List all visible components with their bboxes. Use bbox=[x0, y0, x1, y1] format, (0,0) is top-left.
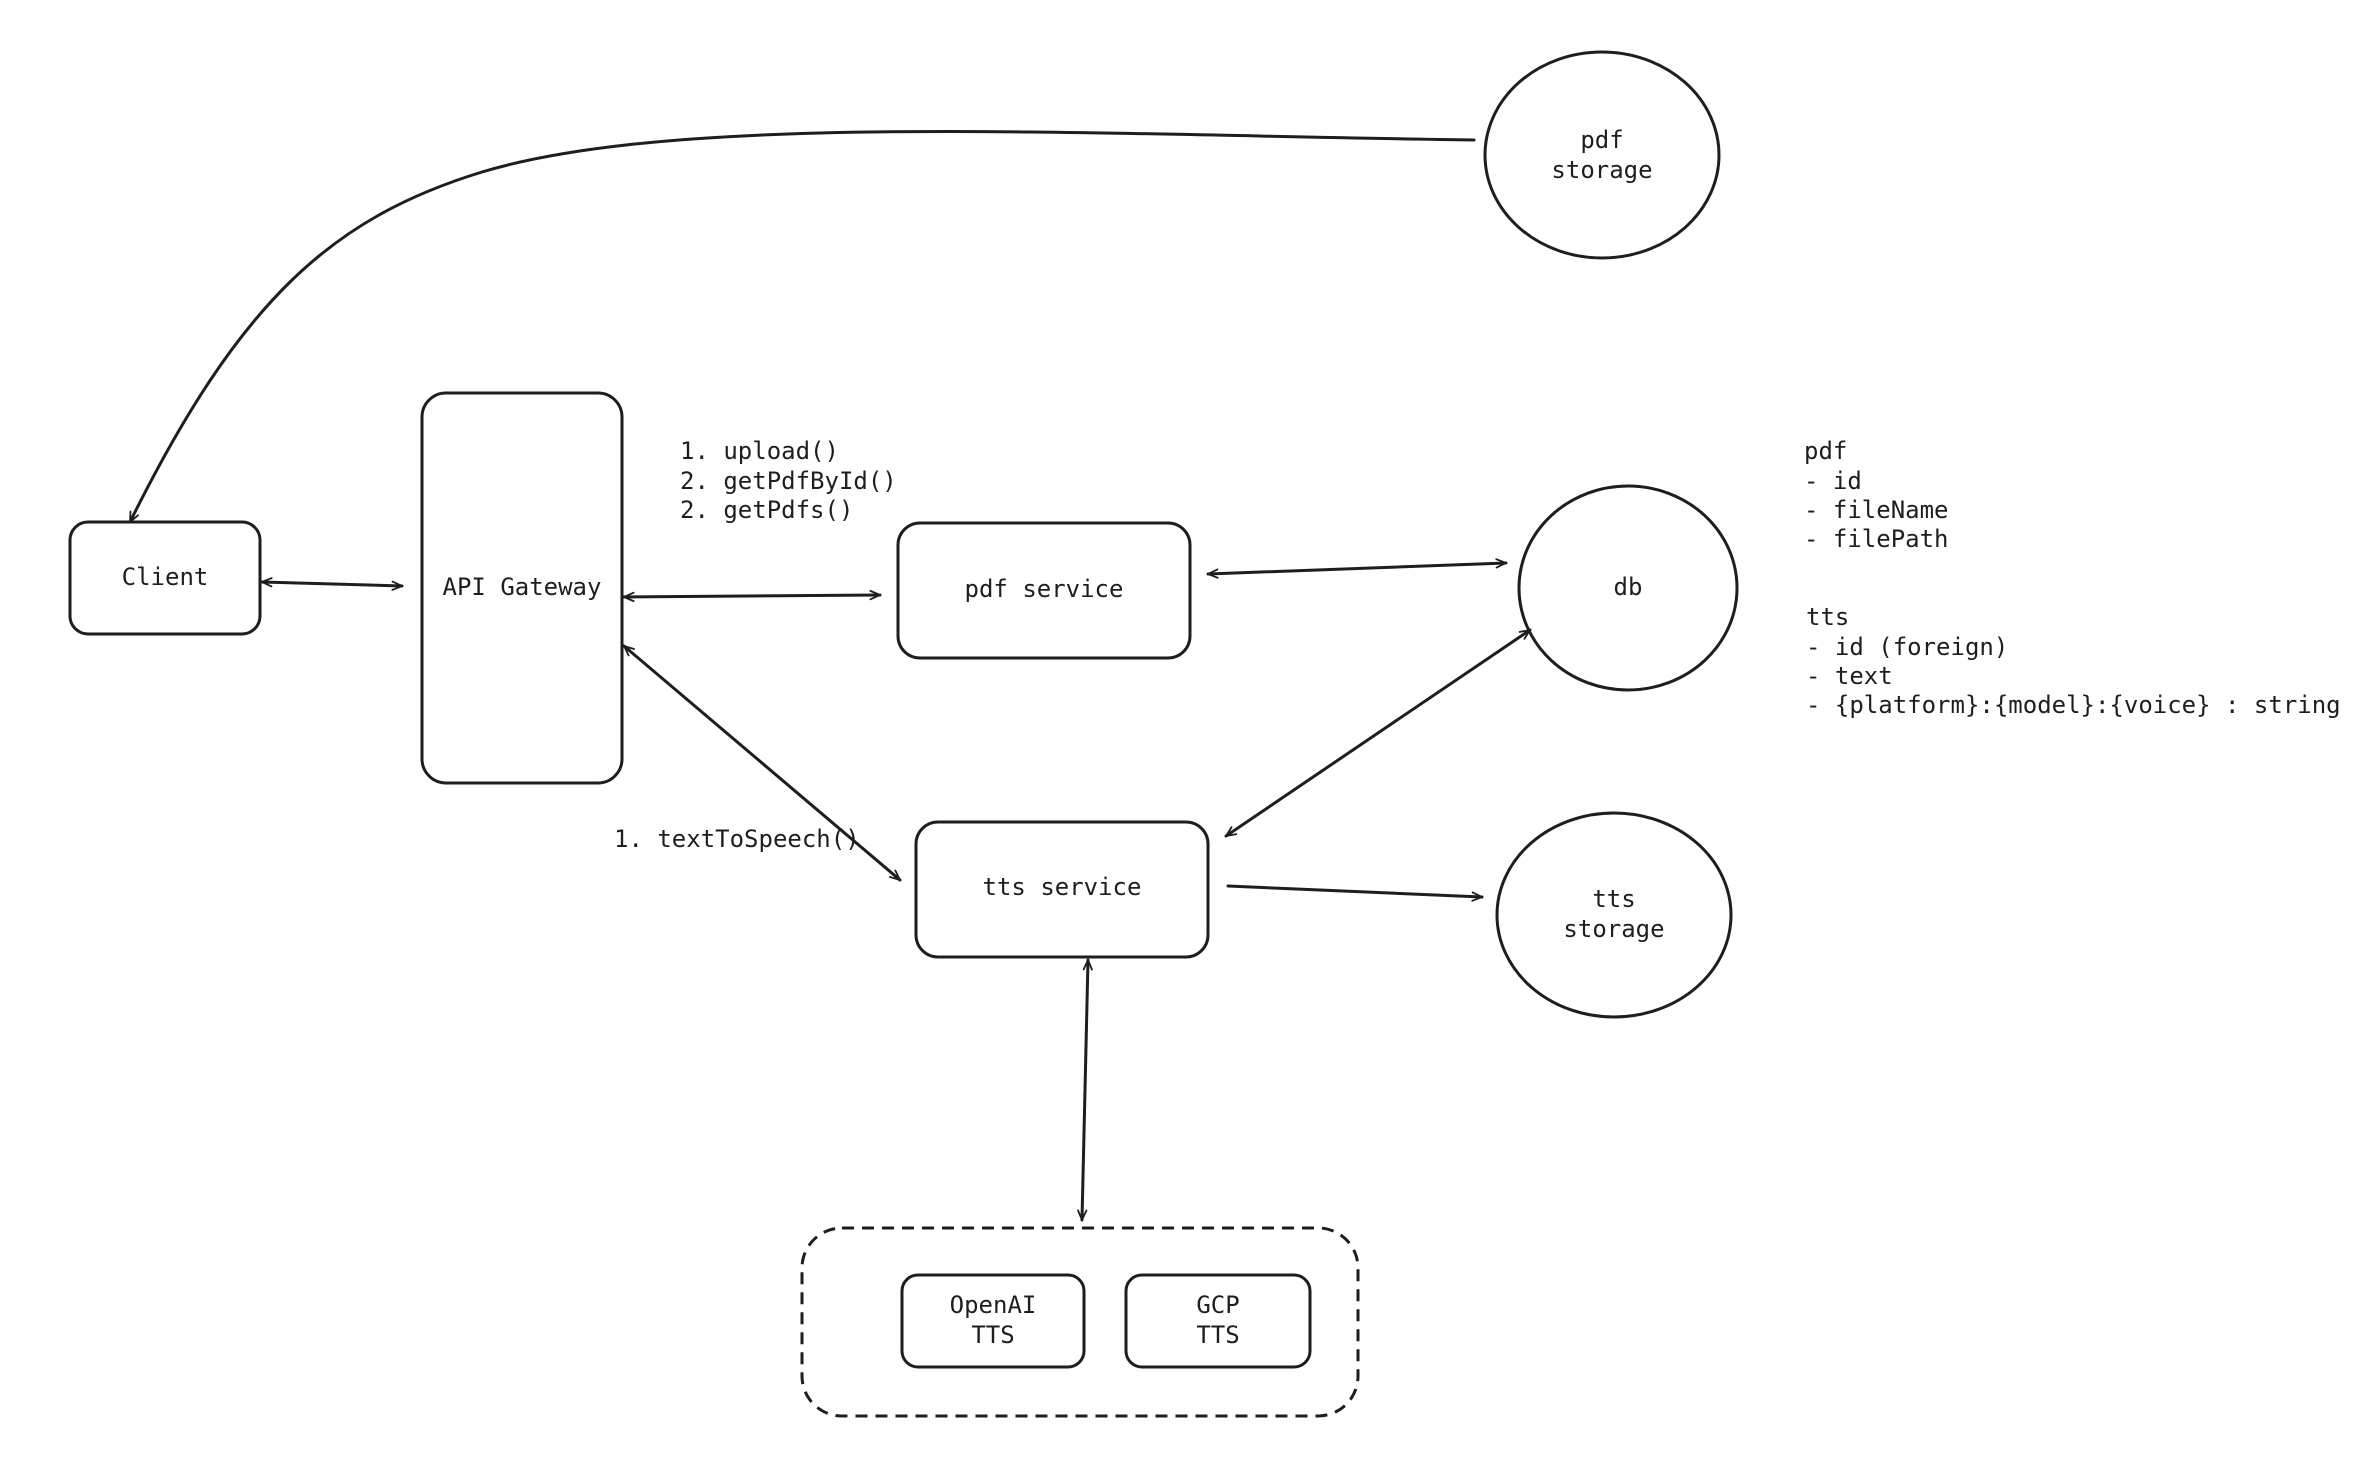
pdf-schema-note: pdf - id - fileName - filePath bbox=[1804, 437, 1949, 553]
pdf-schema-field-filename: - fileName bbox=[1804, 496, 1949, 524]
openai-tts-label-line-2: TTS bbox=[971, 1321, 1014, 1349]
edge-tts-service-tts-storage bbox=[1226, 884, 1484, 902]
gcp-tts-node[interactable]: GCP TTS bbox=[1124, 1273, 1312, 1369]
edge-client-api-gateway bbox=[260, 577, 404, 591]
edge-pdf-storage-to-client bbox=[128, 130, 1476, 524]
edge-api-gateway-pdf-service bbox=[622, 589, 882, 603]
pdf-service-label: pdf service bbox=[965, 575, 1124, 603]
tts-schema-field-id: - id (foreign) bbox=[1806, 633, 2008, 661]
tts-schema-field-text: - text bbox=[1806, 662, 1893, 690]
pdf-schema-title: pdf bbox=[1804, 437, 1847, 465]
tts-schema-field-voice-key: - {platform}:{model}:{voice} : string bbox=[1806, 691, 2341, 719]
pdf-service-node[interactable]: pdf service bbox=[896, 521, 1192, 660]
api-gateway-box bbox=[420, 391, 624, 785]
api-gateway-node[interactable]: API Gateway bbox=[420, 391, 624, 785]
tts-service-node[interactable]: tts service bbox=[914, 820, 1210, 959]
db-label: db bbox=[1614, 573, 1643, 601]
tts-providers-group: OpenAI TTS GCP TTS bbox=[800, 1226, 1360, 1418]
edge-db-tts-service bbox=[1224, 628, 1532, 838]
pdf-method-get-pdfs: 2. getPdfs() bbox=[680, 496, 853, 524]
openai-tts-box bbox=[900, 1273, 1086, 1369]
pdf-service-box bbox=[896, 521, 1192, 660]
tts-storage-circle bbox=[1495, 811, 1733, 1019]
gcp-tts-box bbox=[1124, 1273, 1312, 1369]
tts-methods-annotation: 1. textToSpeech() bbox=[614, 825, 860, 853]
pdf-storage-node[interactable]: pdf storage bbox=[1483, 50, 1721, 260]
tts-method-text-to-speech: 1. textToSpeech() bbox=[614, 825, 860, 853]
openai-tts-node[interactable]: OpenAI TTS bbox=[900, 1273, 1086, 1369]
db-circle bbox=[1517, 484, 1739, 692]
tts-schema-note: tts - id (foreign) - text - {platform}:{… bbox=[1806, 603, 2341, 719]
tts-storage-label-line-2: storage bbox=[1563, 915, 1664, 943]
gcp-tts-label-line-2: TTS bbox=[1196, 1321, 1239, 1349]
db-node[interactable]: db bbox=[1517, 484, 1739, 692]
client-label: Client bbox=[122, 563, 209, 591]
pdf-storage-label-line-2: storage bbox=[1551, 156, 1652, 184]
edge-pdf-service-db bbox=[1206, 558, 1508, 579]
api-gateway-label: API Gateway bbox=[443, 573, 602, 601]
pdf-method-get-pdf-by-id: 2. getPdfById() bbox=[680, 467, 897, 495]
tts-service-label: tts service bbox=[983, 873, 1142, 901]
client-node[interactable]: Client bbox=[68, 520, 262, 636]
client-box bbox=[68, 520, 262, 636]
tts-providers-container bbox=[800, 1226, 1360, 1418]
pdf-schema-field-id: - id bbox=[1804, 467, 1862, 495]
gcp-tts-label-line-1: GCP bbox=[1196, 1291, 1239, 1319]
pdf-storage-circle bbox=[1483, 50, 1721, 260]
pdf-schema-field-filepath: - filePath bbox=[1804, 525, 1949, 553]
pdf-storage-label-line-1: pdf bbox=[1580, 126, 1623, 154]
pdf-method-upload: 1. upload() bbox=[680, 437, 839, 465]
tts-storage-node[interactable]: tts storage bbox=[1495, 811, 1733, 1019]
edge-api-gateway-tts-service bbox=[622, 644, 902, 882]
edge-tts-service-providers bbox=[1077, 958, 1093, 1222]
tts-schema-title: tts bbox=[1806, 603, 1849, 631]
openai-tts-label-line-1: OpenAI bbox=[950, 1291, 1037, 1319]
tts-storage-label-line-1: tts bbox=[1592, 885, 1635, 913]
tts-service-box bbox=[914, 820, 1210, 959]
pdf-methods-annotation: 1. upload() 2. getPdfById() 2. getPdfs() bbox=[680, 437, 897, 524]
